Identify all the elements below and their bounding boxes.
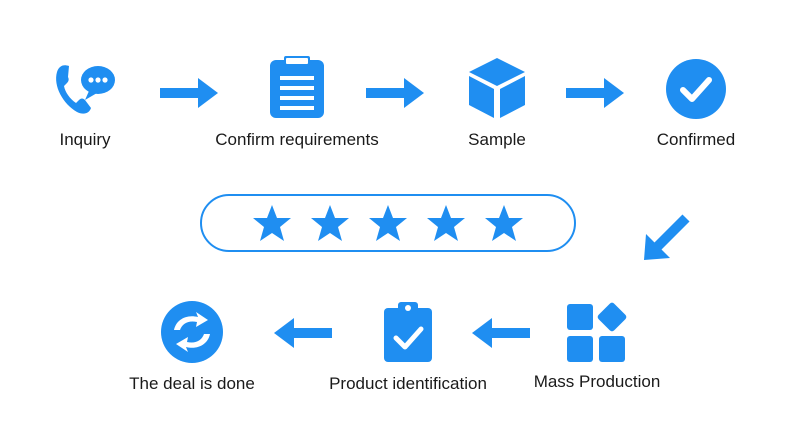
star-icon: [485, 205, 523, 241]
star-icon: [311, 205, 349, 241]
box-icon: [469, 58, 525, 118]
phone-chat-icon: [56, 65, 115, 114]
step-label-deal-done: The deal is done: [129, 374, 255, 393]
arrow-right-icon: [160, 78, 218, 108]
star-icon: [427, 205, 465, 241]
arrow-left-icon: [472, 318, 530, 348]
clipboard-check-icon: [384, 302, 432, 362]
star-icon: [253, 205, 291, 241]
rating-bar: [200, 194, 576, 252]
step-label-inquiry: Inquiry: [59, 130, 111, 149]
step-product-identification: Product identification: [298, 300, 518, 394]
step-deal-done: The deal is done: [82, 300, 302, 394]
check-circle-icon: [666, 59, 726, 119]
blocks-icon: [567, 302, 627, 362]
step-label-sample: Sample: [468, 130, 526, 149]
step-confirmed: Confirmed: [586, 58, 800, 150]
clipboard-icon: [270, 56, 324, 118]
step-label-mass-production: Mass Production: [533, 372, 661, 391]
step-mass-production: Mass Production: [487, 302, 707, 392]
step-label-product-identification: Product identification: [329, 374, 487, 393]
arrow-down-left-icon: [644, 214, 690, 260]
arrow-left-icon: [274, 318, 332, 348]
step-confirm-requirements: Confirm requirements: [187, 56, 407, 150]
arrow-right-icon: [366, 78, 424, 108]
exchange-icon: [161, 301, 223, 363]
step-sample: Sample: [387, 56, 607, 150]
arrow-right-icon: [566, 78, 624, 108]
star-icon: [369, 205, 407, 241]
step-inquiry: Inquiry: [0, 58, 195, 150]
step-label-confirmed: Confirmed: [656, 130, 736, 149]
step-label-confirm-requirements: Confirm requirements: [215, 130, 379, 149]
